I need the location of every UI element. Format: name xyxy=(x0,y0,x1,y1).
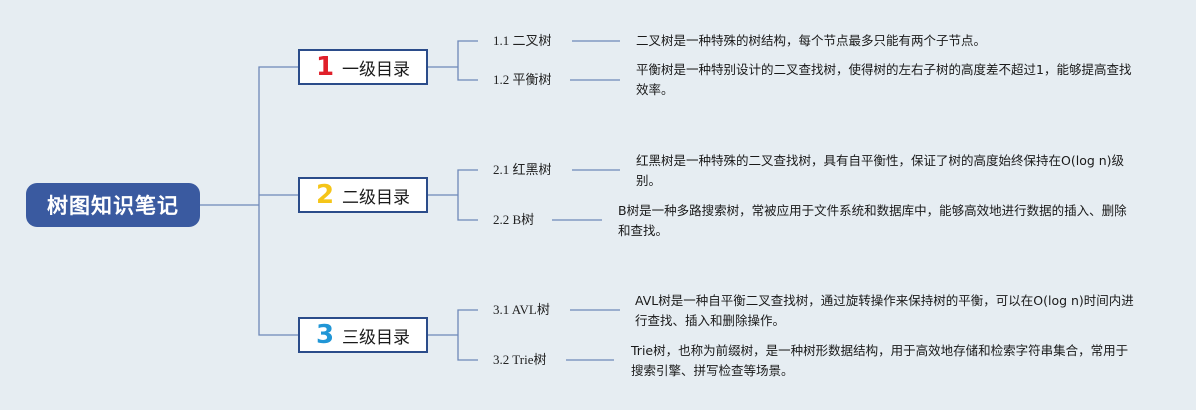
branch-node-1[interactable]: 1 一级目录 xyxy=(298,49,428,85)
sub-node-2-1[interactable]: 2.1 红黑树 xyxy=(493,162,552,177)
root-label: 树图知识笔记 xyxy=(47,194,179,218)
root-node[interactable]: 树图知识笔记 xyxy=(26,183,200,227)
branch-node-2[interactable]: 2 二级目录 xyxy=(298,177,428,213)
desc-1-2: 平衡树是一种特别设计的二叉查找树，使得树的左右子树的高度差不超过1，能够提高查找… xyxy=(636,62,1132,97)
branch-label-1: 一级目录 xyxy=(342,59,411,80)
sub-node-1-1[interactable]: 1.1 二叉树 xyxy=(493,33,552,48)
branch-3-connector xyxy=(428,309,478,361)
branch-number-1: 1 xyxy=(315,52,335,82)
desc-3-2: Trie树，也称为前缀树，是一种树形数据结构，用于高效地存储和检索字符串集合，常… xyxy=(631,343,1129,378)
branch-number-2: 2 xyxy=(315,180,335,210)
branch-label-3: 三级目录 xyxy=(342,327,411,348)
branch-label-2: 二级目录 xyxy=(342,187,411,208)
desc-2-1: 红黑树是一种特殊的二叉查找树，具有自平衡性，保证了树的高度始终保持在O(log … xyxy=(636,153,1125,188)
sub-node-1-2[interactable]: 1.2 平衡树 xyxy=(493,72,552,87)
desc-1-1: 二叉树是一种特殊的树结构，每个节点最多只能有两个子节点。 xyxy=(636,33,987,48)
branch-node-3[interactable]: 3 三级目录 xyxy=(298,317,428,353)
sub-node-3-1[interactable]: 3.1 AVL树 xyxy=(493,302,550,317)
branch-number-3: 3 xyxy=(315,320,335,350)
sub-node-2-2[interactable]: 2.2 B树 xyxy=(493,212,535,227)
root-connector xyxy=(200,66,298,336)
desc-2-2: B树是一种多路搜索树，常被应用于文件系统和数据库中，能够高效地进行数据的插入、删… xyxy=(618,203,1127,238)
sub-node-3-2[interactable]: 3.2 Trie树 xyxy=(493,352,547,367)
branch-1-connector xyxy=(428,40,478,81)
desc-3-1: AVL树是一种自平衡二叉查找树，通过旋转操作来保持树的平衡，可以在O(log n… xyxy=(635,293,1134,328)
branch-2-connector xyxy=(428,169,478,221)
